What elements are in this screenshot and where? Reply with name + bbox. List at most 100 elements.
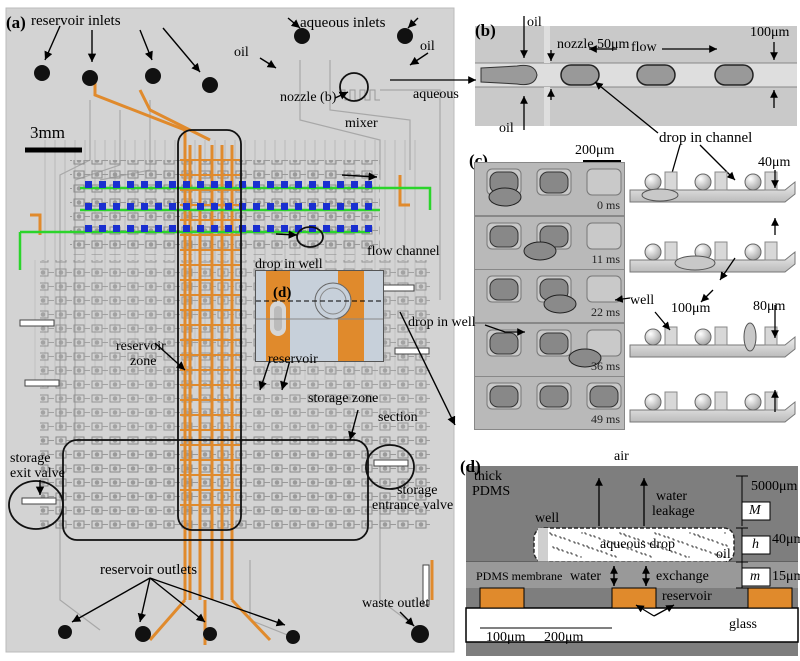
label-nozzle-b: nozzle (b) — [280, 90, 337, 105]
storage-zone-outline — [62, 439, 369, 541]
label-drop-in-well-a: drop in well — [255, 257, 323, 272]
reservoir-outlet-port — [135, 626, 151, 642]
blue-drop — [211, 203, 218, 210]
blue-drop — [365, 203, 372, 210]
trapped-drop — [644, 328, 662, 346]
blue-drop — [309, 225, 316, 232]
blue-drop — [183, 203, 190, 210]
label-exchange: exchange — [656, 569, 709, 584]
glass-slide — [465, 607, 799, 643]
time-lapse-frame: 11 ms — [474, 215, 625, 270]
blue-drop — [281, 181, 288, 188]
blue-drop — [169, 203, 176, 210]
blue-drop — [295, 181, 302, 188]
blue-drop — [85, 181, 92, 188]
storage-exit-valve-outline — [8, 480, 64, 530]
panel-label-d-section: (d) — [460, 457, 481, 476]
label-drop-in-well-c: drop in well — [408, 315, 476, 330]
label-reservoir-inlets: reservoir inlets — [31, 13, 121, 29]
label-waste-outlet: waste outlet — [362, 596, 430, 611]
time-lapse-frame: 0 ms — [474, 162, 625, 216]
blue-drop — [155, 203, 162, 210]
label-aqueous-drop: aqueous drop — [600, 537, 676, 552]
panel-d-inset — [255, 270, 384, 362]
blue-drop — [155, 225, 162, 232]
trapped-drop — [489, 278, 519, 301]
blue-drop — [365, 225, 372, 232]
label-storage-exit-2: exit valve — [10, 466, 65, 481]
label-thick-2: PDMS — [472, 484, 511, 499]
reservoir-zone-outline — [177, 129, 242, 531]
well-wall — [714, 241, 728, 261]
blue-drop — [323, 225, 330, 232]
label-well-c: well — [630, 293, 655, 308]
blue-drop — [281, 203, 288, 210]
label-15um-d: 15μm — [772, 569, 800, 584]
label-glass: glass — [729, 617, 757, 632]
trapped-drop — [694, 393, 712, 411]
label-scale-3mm: 3mm — [30, 123, 65, 142]
blue-drop — [155, 181, 162, 188]
chip-image — [5, 7, 456, 653]
trap-array-bottom — [40, 435, 430, 530]
reservoir-middle — [611, 587, 657, 609]
trapped-drop — [539, 385, 569, 408]
reservoir-left — [479, 587, 525, 609]
trapped-drop — [694, 173, 712, 191]
blue-drop — [323, 203, 330, 210]
blue-drop — [127, 181, 134, 188]
blue-drop — [239, 181, 246, 188]
blue-drop — [309, 203, 316, 210]
blue-drop — [253, 203, 260, 210]
blue-drop — [225, 181, 232, 188]
blue-drop — [99, 181, 106, 188]
label-reservoir-a: reservoir — [268, 352, 318, 367]
well-base — [629, 400, 796, 423]
blue-drop — [351, 225, 358, 232]
trapped-drop — [744, 173, 762, 191]
blue-drop — [99, 203, 106, 210]
well-wall — [714, 326, 728, 346]
label-200um-d: 200μm — [544, 630, 584, 645]
label-flow: flow — [631, 40, 657, 55]
blue-drop — [197, 181, 204, 188]
blue-drop — [113, 225, 120, 232]
trapped-drop — [489, 385, 519, 408]
blue-drop — [169, 181, 176, 188]
blue-drop — [295, 203, 302, 210]
well-wall — [664, 326, 678, 346]
label-storage-entrance-2: entrance valve — [372, 498, 454, 513]
moving-drop — [641, 188, 679, 202]
label-100um-c: 100μm — [671, 301, 711, 316]
blue-drop — [239, 203, 246, 210]
trapped-drop — [744, 243, 762, 261]
aqueous-inlet-port — [397, 28, 413, 44]
reservoir-inlet-port — [145, 68, 161, 84]
label-reservoir-outlets: reservoir outlets — [100, 562, 198, 578]
trapped-drop — [644, 173, 662, 191]
label-thick-1: thick — [474, 469, 502, 484]
reservoir-outlet-port — [203, 627, 217, 641]
label-storage-zone: storage zone — [308, 391, 379, 406]
time-lapse-frame: 36 ms — [474, 322, 625, 377]
blue-drop — [253, 181, 260, 188]
symbol-m: m — [750, 569, 761, 584]
label-80um-c: 80μm — [753, 299, 786, 314]
panel-a-chip: (a) reservoir inlets aqueous inlets oil … — [5, 7, 456, 653]
blue-drop — [323, 181, 330, 188]
label-5000um: 5000μm — [751, 479, 798, 494]
blue-drop — [267, 181, 274, 188]
label-water-leakage-1: water — [656, 489, 688, 504]
blue-drop — [309, 181, 316, 188]
symbol-h: h — [752, 537, 759, 552]
blue-drop — [85, 203, 92, 210]
drop — [636, 64, 676, 86]
nozzle-outline — [339, 72, 369, 102]
blue-drop — [365, 181, 372, 188]
panel-d-section: (d) air thick PDMS water leakage well aq… — [460, 440, 800, 656]
time-label: 11 ms — [591, 251, 620, 266]
arrows-c — [484, 295, 671, 336]
label-oil-d: oil — [716, 547, 731, 562]
label-oil-a-right: oil — [420, 39, 435, 54]
reservoir-inlet-port — [82, 70, 98, 86]
